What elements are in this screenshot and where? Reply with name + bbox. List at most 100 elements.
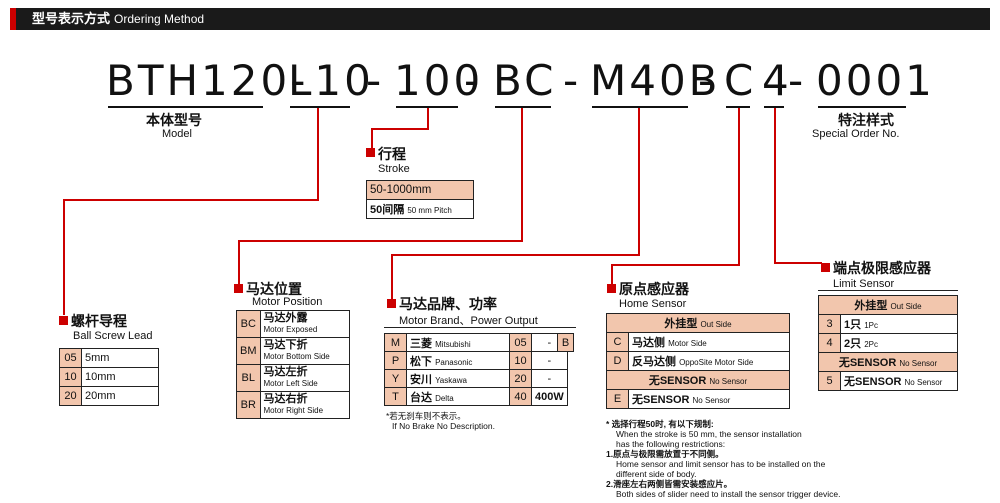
special-label-en: Special Order No. (812, 128, 900, 140)
connector-lead-v2 (63, 199, 65, 315)
brake-table: B (557, 333, 574, 352)
position-cn: 马达右折 (263, 393, 308, 405)
connector-brand-h (391, 254, 640, 256)
connector-home-v1 (738, 108, 740, 266)
underline-brand (592, 106, 688, 108)
power-value: - (531, 351, 568, 370)
stroke-table: 50-1000mm 50间隔 50 mm Pitch (366, 180, 474, 219)
home-note-line: When the stroke is 50 mm, the sensor ins… (616, 429, 802, 439)
home-out-cn: 外挂型 (664, 318, 698, 330)
brand-cn: 台达 (410, 391, 432, 404)
home-marker-icon (607, 284, 616, 293)
connector-limit-v (774, 108, 776, 264)
home-note-line: * 选择行程50时, 有以下规制: (606, 419, 714, 429)
power-code: 10 (509, 351, 532, 370)
power-code: 20 (509, 369, 532, 388)
position-code: BR (236, 391, 261, 419)
power-value: 400W (531, 387, 568, 406)
home-notes: * 选择行程50时, 有以下规制: When the stroke is 50 … (606, 419, 906, 499)
brand-label-cn: 马达品牌、功率 (399, 296, 497, 312)
connector-stroke-h (371, 128, 429, 130)
home-label-en: Home Sensor (619, 298, 687, 310)
limit-code: 4 (818, 333, 841, 353)
home-none-cn: 无SENSOR (632, 394, 690, 406)
code-seg-lead: L10 (288, 56, 374, 105)
position-label-cn: 马达位置 (246, 281, 302, 297)
connector-position-h (238, 240, 523, 242)
home-code: C (606, 332, 629, 352)
code-seg-special: 0001 (816, 56, 935, 105)
stroke-label-cn: 行程 (378, 146, 406, 162)
model-label-cn: 本体型号 (146, 112, 202, 128)
header-accent (10, 8, 16, 30)
limit-en: 1Pc (864, 321, 878, 330)
limit-label-en: Limit Sensor (833, 278, 895, 290)
code-seg-brand: M40B (590, 56, 721, 105)
code-dash-5: - (788, 56, 807, 105)
home-cn: 反马达侧 (632, 356, 676, 368)
connector-home-v2 (611, 264, 613, 284)
code-seg-stroke: 100 (394, 56, 484, 105)
home-none-header-en: No Sensor (709, 377, 748, 386)
limit-none-header-cn: 无SENSOR (838, 357, 897, 369)
limit-none-en: No Sensor (904, 378, 943, 387)
home-note-line: Both sides of slider need to install the… (616, 489, 841, 499)
connector-brand-v2 (391, 254, 393, 300)
underline-lead (290, 106, 350, 108)
special-label-cn: 特注样式 (838, 112, 894, 128)
position-cn: 马达外露 (263, 312, 308, 324)
code-seg-limit: 4 (762, 56, 792, 105)
lead-marker-icon (59, 316, 68, 325)
header-title-cn: 型号表示方式 (32, 11, 111, 26)
limit-en: 2Pc (864, 340, 878, 349)
brand-label-en: Motor Brand、Power Output (399, 315, 538, 327)
underline-special (818, 106, 906, 108)
lead-code: 20 (59, 386, 82, 406)
home-note-line: 2.滑座左右两侧皆需安装感应片。 (606, 479, 733, 489)
position-en: Motor Exposed (263, 325, 318, 334)
limit-code: 3 (818, 314, 841, 334)
header-bar (10, 8, 990, 30)
limit-out-en: Out Side (890, 302, 922, 311)
position-marker-icon (234, 284, 243, 293)
connector-stroke-v1 (427, 108, 429, 130)
brand-note-cn: *若无刹车则不表示。 (386, 411, 466, 421)
position-code: BC (236, 310, 261, 338)
brand-en: Panasonic (435, 357, 473, 367)
connector-position-v2 (238, 240, 240, 284)
underline-body (108, 106, 263, 108)
home-note-line: 1.原点与极限需放置于不同侧。 (606, 449, 724, 459)
position-code: BL (236, 364, 261, 392)
limit-rule (818, 290, 958, 291)
brand-cn: 三菱 (410, 337, 432, 350)
limit-none-header-en: No Sensor (899, 359, 938, 368)
connector-limit-h (774, 262, 822, 264)
limit-table: 外挂型 Out Side 3 1只 1Pc 4 2只 2Pc 无SENSOR N… (818, 295, 958, 391)
home-label-cn: 原点感应器 (619, 281, 689, 297)
power-code: 05 (509, 333, 532, 352)
position-label-en: Motor Position (252, 296, 323, 308)
brand-code: P (384, 351, 407, 370)
underline-limit (764, 106, 784, 108)
limit-none-code: 5 (818, 371, 841, 391)
brand-table: M 三菱 Mitsubishi 05 - P 松下 Panasonic 10 -… (384, 333, 568, 406)
home-none-header-cn: 无SENSOR (648, 375, 707, 387)
home-note-line: different side of body. (616, 469, 697, 479)
home-out-en: Out Side (700, 320, 732, 329)
code-seg-body: BTH120- (106, 56, 309, 105)
lead-value: 5mm (81, 348, 159, 368)
limit-out-cn: 外挂型 (854, 300, 888, 312)
brake-code: B (557, 333, 574, 352)
position-en: Motor Left Side (263, 379, 318, 388)
home-note-line: has the following restrictions: (616, 439, 726, 449)
connector-stroke-v2 (371, 128, 373, 150)
lead-label-en: Ball Screw Lead (73, 330, 153, 342)
home-cn: 马达侧 (632, 337, 665, 349)
underline-position (495, 106, 551, 108)
lead-code: 05 (59, 348, 82, 368)
connector-lead-h (63, 199, 319, 201)
limit-cn: 2只 (844, 338, 862, 350)
code-seg-home: C (724, 56, 757, 105)
